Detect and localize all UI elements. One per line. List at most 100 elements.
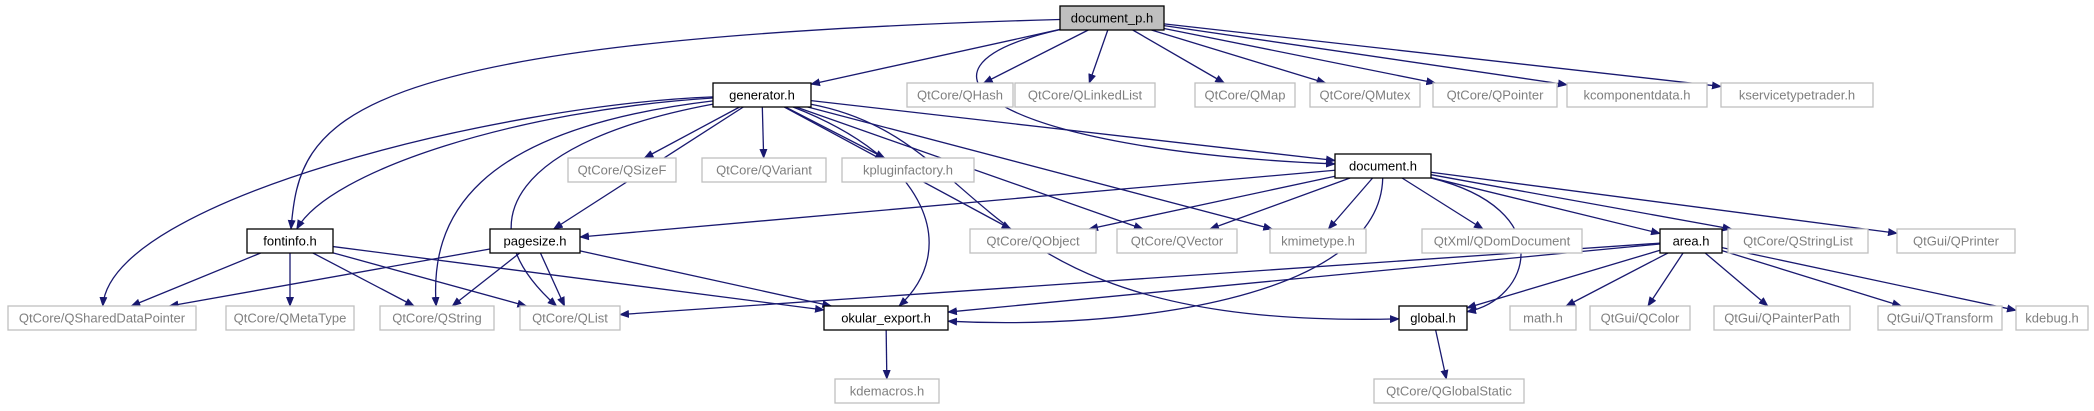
- edge-fontinfo-to-qshareddatapointer: [130, 252, 261, 307]
- node-label-qsizef: QtCore/QSizeF: [578, 163, 667, 178]
- node-box-area: [1659, 228, 1723, 254]
- node-qtransform: QtGui/QTransform: [1877, 305, 2003, 331]
- node-box-qvector: [1116, 228, 1238, 254]
- node-qshareddatapointer: QtCore/QSharedDataPointer: [7, 305, 197, 331]
- node-document[interactable]: document.h: [1334, 153, 1432, 179]
- edge-generator-to-kpluginfactory: [785, 106, 886, 159]
- node-qsizef: QtCore/QSizeF: [567, 157, 677, 183]
- node-global[interactable]: global.h: [1398, 305, 1468, 331]
- node-box-qpointer: [1432, 82, 1558, 108]
- node-kcomponentdata: kcomponentdata.h: [1566, 82, 1708, 108]
- edge-document-to-okular_export: [947, 177, 1384, 326]
- node-box-qshareddatapointer: [7, 305, 197, 331]
- node-kmimetype: kmimetype.h: [1269, 228, 1367, 254]
- node-label-fontinfo: fontinfo.h: [263, 234, 317, 249]
- node-qcolor: QtGui/QColor: [1589, 305, 1691, 331]
- node-box-qsizef: [567, 157, 677, 183]
- edge-fontinfo-to-qstring: [312, 252, 415, 307]
- node-box-kcomponentdata: [1566, 82, 1708, 108]
- node-label-document_p: document_p.h: [1071, 11, 1153, 26]
- edge-generator-to-okular_export: [792, 106, 930, 307]
- edge-pagesize-to-qlist: [539, 252, 566, 307]
- edge-area-to-okular_export: [947, 243, 1661, 316]
- node-qlist: QtCore/QList: [519, 305, 621, 331]
- node-label-qmap: QtCore/QMap: [1205, 88, 1286, 103]
- node-pagesize[interactable]: pagesize.h: [489, 228, 581, 254]
- node-label-qmutex: QtCore/QMutex: [1319, 88, 1411, 103]
- edge-generator-to-qvariant: [759, 106, 768, 159]
- edge-area-to-qlist: [619, 242, 1661, 318]
- node-label-qmetatype: QtCore/QMetaType: [234, 311, 347, 326]
- edge-area-to-math: [1565, 252, 1669, 307]
- node-label-okular_export: okular_export.h: [841, 311, 931, 326]
- edge-generator-to-qsizef: [643, 106, 740, 159]
- edge-document_p-to-qmap: [1132, 29, 1226, 84]
- node-fontinfo[interactable]: fontinfo.h: [246, 228, 334, 254]
- node-box-generator: [712, 82, 812, 108]
- edge-okular_export-to-kdemacros: [882, 329, 891, 380]
- node-qobject: QtCore/QObject: [969, 228, 1097, 254]
- node-label-pagesize: pagesize.h: [504, 234, 567, 249]
- node-box-qcolor: [1589, 305, 1691, 331]
- node-kservicetypetrader: kservicetypetrader.h: [1720, 82, 1874, 108]
- node-box-qpainterpath: [1713, 305, 1851, 331]
- node-qmutex: QtCore/QMutex: [1309, 82, 1421, 108]
- edge-global-to-qglobalstatic: [1434, 329, 1449, 380]
- node-label-qshareddatapointer: QtCore/QSharedDataPointer: [19, 311, 186, 326]
- node-qglobalstatic: QtCore/QGlobalStatic: [1373, 378, 1525, 404]
- node-kdemacros: kdemacros.h: [834, 378, 940, 404]
- edge-generator-to-qshareddatapointer: [99, 96, 714, 307]
- node-box-qprinter: [1896, 228, 2016, 254]
- node-box-kdemacros: [834, 378, 940, 404]
- node-label-document: document.h: [1349, 159, 1417, 174]
- node-label-qcolor: QtGui/QColor: [1601, 311, 1680, 326]
- node-label-math: math.h: [1523, 311, 1563, 326]
- edge-document-to-qprinter: [1430, 171, 1898, 237]
- node-qstring: QtCore/QString: [379, 305, 495, 331]
- node-label-kcomponentdata: kcomponentdata.h: [1584, 88, 1691, 103]
- edge-area-to-qtransform: [1721, 249, 1903, 308]
- node-box-qlist: [519, 305, 621, 331]
- node-label-qtransform: QtGui/QTransform: [1887, 311, 1993, 326]
- node-qhash: QtCore/QHash: [906, 82, 1014, 108]
- node-generator[interactable]: generator.h: [712, 82, 812, 108]
- node-box-qlinkedlist: [1014, 82, 1156, 108]
- node-label-area: area.h: [1673, 234, 1710, 249]
- edges: [99, 18, 2017, 380]
- node-label-qglobalstatic: QtCore/QGlobalStatic: [1386, 384, 1512, 399]
- node-label-qlinkedlist: QtCore/QLinkedList: [1028, 88, 1143, 103]
- node-box-qmutex: [1309, 82, 1421, 108]
- node-label-qobject: QtCore/QObject: [986, 234, 1080, 249]
- edge-area-to-qcolor: [1647, 252, 1684, 307]
- node-label-qstringlist: QtCore/QStringList: [1743, 234, 1853, 249]
- node-label-qpointer: QtCore/QPointer: [1447, 88, 1544, 103]
- node-document_p[interactable]: document_p.h: [1059, 5, 1165, 31]
- edge-generator-to-qlist: [510, 103, 714, 307]
- node-area[interactable]: area.h: [1659, 228, 1723, 254]
- node-box-qstring: [379, 305, 495, 331]
- node-qpainterpath: QtGui/QPainterPath: [1713, 305, 1851, 331]
- node-label-qpainterpath: QtGui/QPainterPath: [1724, 311, 1840, 326]
- edge-document_p-to-qlinkedlist: [1088, 29, 1109, 84]
- node-label-kdebug: kdebug.h: [2025, 311, 2079, 326]
- node-math: math.h: [1509, 305, 1577, 331]
- edge-document_p-to-qhash: [982, 29, 1089, 84]
- node-box-qmetatype: [225, 305, 355, 331]
- node-qprinter: QtGui/QPrinter: [1896, 228, 2016, 254]
- edge-generator-to-kmimetype: [807, 106, 1274, 231]
- node-label-kservicetypetrader: kservicetypetrader.h: [1739, 88, 1855, 103]
- node-box-document_p: [1059, 5, 1165, 31]
- node-box-qdomdocument: [1421, 228, 1583, 254]
- edge-generator-to-qstring: [431, 100, 714, 307]
- node-qstringlist: QtCore/QStringList: [1727, 228, 1869, 254]
- node-label-kmimetype: kmimetype.h: [1281, 234, 1355, 249]
- node-box-kmimetype: [1269, 228, 1367, 254]
- node-label-qprinter: QtGui/QPrinter: [1913, 234, 2000, 249]
- edge-document-to-qdomdocument: [1401, 177, 1484, 230]
- node-box-kdebug: [2015, 305, 2089, 331]
- node-box-qobject: [969, 228, 1097, 254]
- edge-generator-to-global: [810, 103, 1400, 324]
- node-okular_export[interactable]: okular_export.h: [823, 305, 949, 331]
